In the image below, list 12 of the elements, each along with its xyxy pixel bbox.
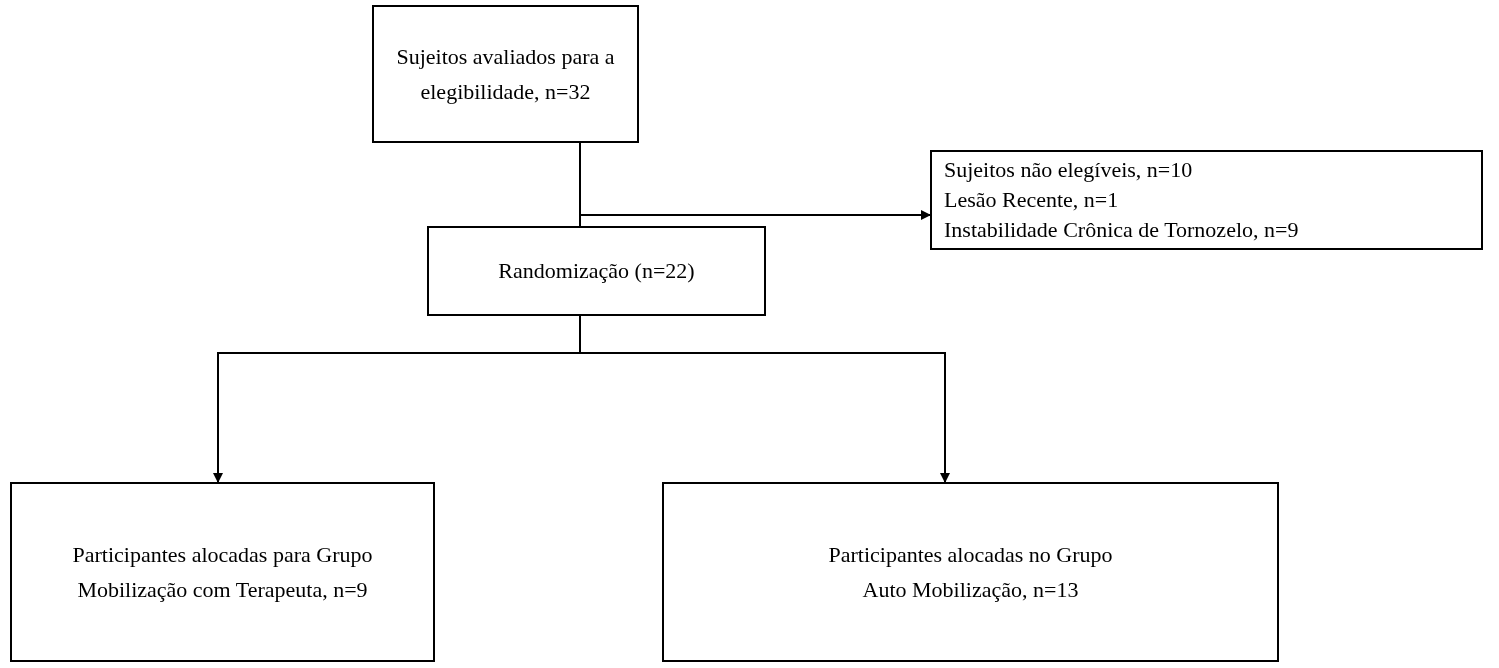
process-box (662, 482, 1279, 662)
process-box (10, 482, 435, 662)
process-box (372, 5, 639, 143)
box-text: Participantes alocadas no Grupo Auto Mobilização, n=13 (827, 540, 1114, 604)
box-text: Instabilidade Crônica de Tornozelo, n=9 (944, 215, 1299, 244)
process-box (930, 150, 1483, 250)
box-text: Sujeitos não elegíveis, n=10 (944, 156, 1193, 185)
process-box (427, 226, 766, 316)
box-text: Lesão Recente, n=1 (944, 186, 1119, 215)
box-text: Randomização (n=22) (498, 257, 695, 286)
box-text: Sujeitos avaliados para a elegibilidade, n=32 (395, 42, 616, 106)
box-text: Participantes alocadas para Grupo Mobilização com Terapeuta, n=9 (71, 540, 374, 604)
